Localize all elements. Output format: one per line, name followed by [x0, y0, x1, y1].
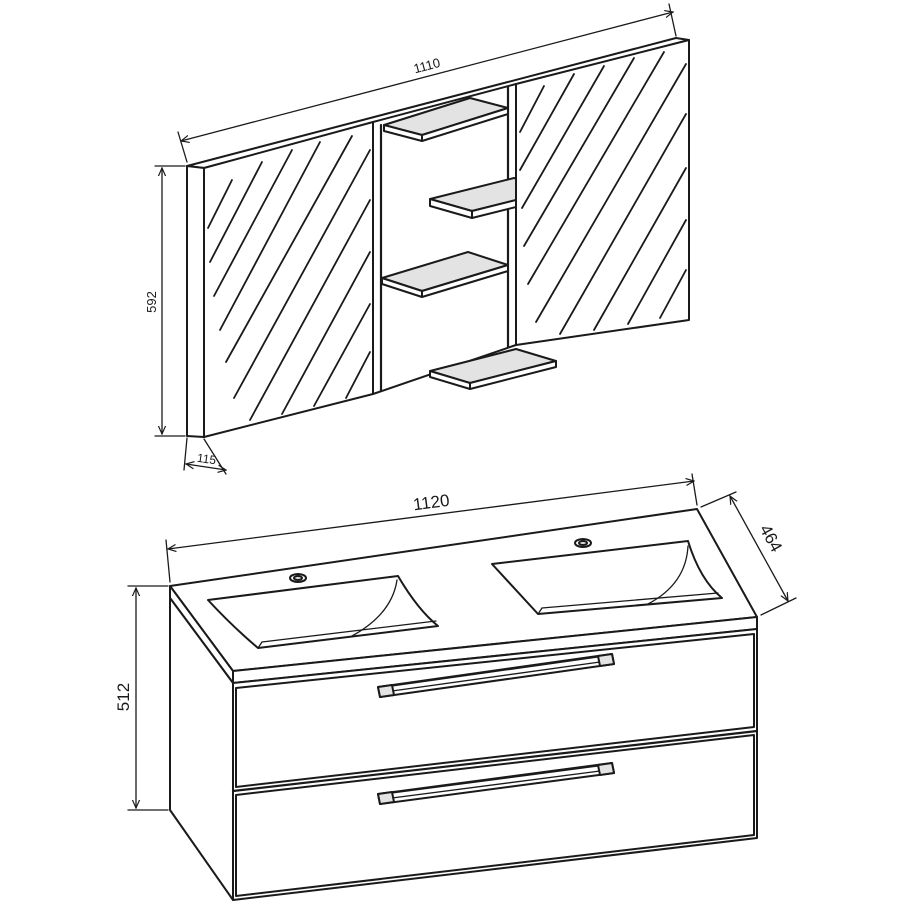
lower-drawer	[235, 734, 755, 897]
lower-drawer-handle[interactable]	[377, 762, 615, 805]
upper-drawer-handle[interactable]	[377, 653, 615, 698]
vanity-unit: 1120 464 512	[114, 473, 797, 901]
mirror-cabinet: 1110 592 115	[144, 3, 690, 475]
mirror-right-door	[515, 39, 690, 346]
mirror-depth-label: 115	[196, 451, 217, 468]
vanity-height-label: 512	[114, 683, 133, 711]
mirror-width-dimension: 1110	[177, 3, 677, 163]
shelf-3	[381, 251, 509, 298]
vanity-height-dimension: 512	[114, 585, 169, 811]
mirror-height-dimension: 592	[144, 165, 186, 437]
mirror-depth-dimension: 115	[183, 437, 226, 475]
mirror-height-label: 592	[144, 291, 159, 313]
vanity-width-label: 1120	[412, 491, 451, 515]
upper-drawer	[235, 633, 755, 788]
mirror-width-label: 1110	[412, 55, 442, 76]
left-basin	[207, 573, 439, 649]
mirror-left-door	[203, 121, 374, 438]
mirror-cabinet-side-face	[186, 165, 205, 438]
mirror-left-reflection-lines	[207, 135, 371, 421]
shelf-4	[429, 348, 557, 390]
vanity-width-dimension: 1120	[165, 473, 698, 583]
